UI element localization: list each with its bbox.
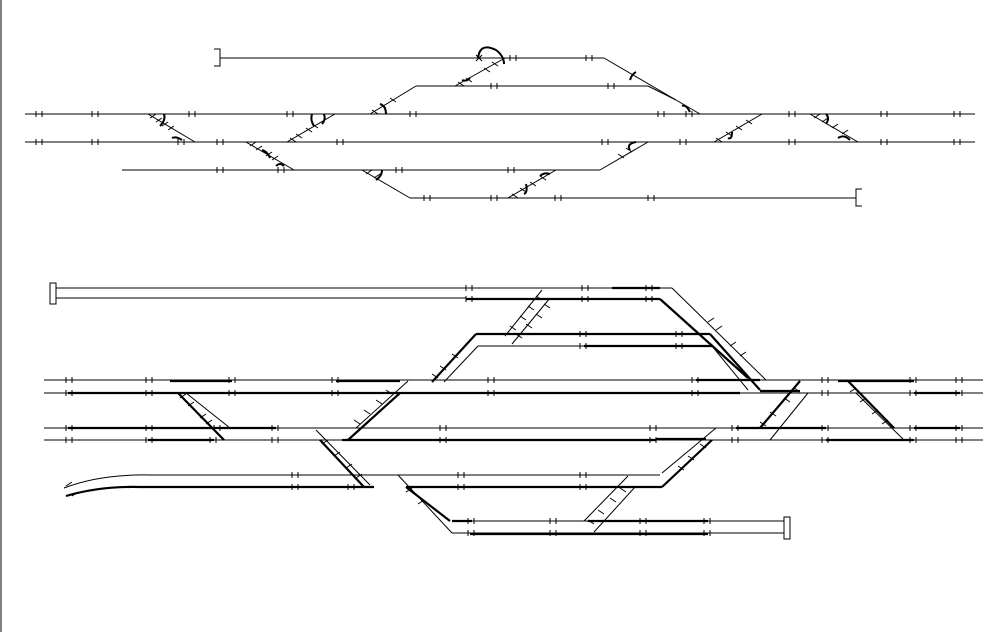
route-highlight — [659, 298, 749, 379]
crossover — [847, 380, 895, 429]
track-line — [711, 345, 749, 391]
track-line — [583, 475, 629, 522]
route-highlight — [661, 439, 713, 488]
track-line — [511, 297, 551, 345]
track-line — [647, 85, 677, 101]
track-line — [361, 169, 411, 199]
route-highlight — [405, 486, 451, 522]
crossover — [286, 113, 336, 143]
track-line — [507, 169, 557, 199]
crossover — [347, 392, 401, 441]
track-line — [593, 485, 637, 533]
switch-arcs — [159, 46, 851, 195]
buffer-stop — [855, 188, 862, 207]
upper-track-layout — [25, 46, 975, 207]
crossover — [185, 392, 231, 429]
crossover — [177, 392, 225, 441]
track-line — [443, 345, 479, 383]
route-highlight — [319, 439, 365, 488]
track-line — [454, 57, 506, 87]
insulated-joints — [35, 54, 961, 201]
crossover — [809, 113, 859, 143]
track-line — [599, 141, 649, 171]
curved-track — [63, 474, 660, 489]
diagonal-joint-marks — [65, 295, 889, 525]
buffer-stop — [783, 516, 791, 540]
crossover — [855, 392, 905, 441]
track-line — [504, 289, 543, 337]
insulated-joints — [65, 285, 963, 536]
buffer-stop — [214, 48, 221, 67]
crossover — [355, 380, 409, 429]
track-line — [671, 287, 767, 381]
crossover — [759, 380, 801, 429]
route-highlight — [431, 333, 477, 383]
route-highlight — [65, 485, 374, 498]
crossover — [713, 113, 763, 143]
diagonal-joint-marks — [149, 61, 849, 199]
crossover — [769, 392, 809, 441]
buffer-stop — [49, 282, 57, 305]
track-line — [397, 474, 453, 534]
track-line — [315, 429, 371, 486]
lower-track-layout — [44, 282, 983, 540]
track-line — [661, 427, 717, 474]
